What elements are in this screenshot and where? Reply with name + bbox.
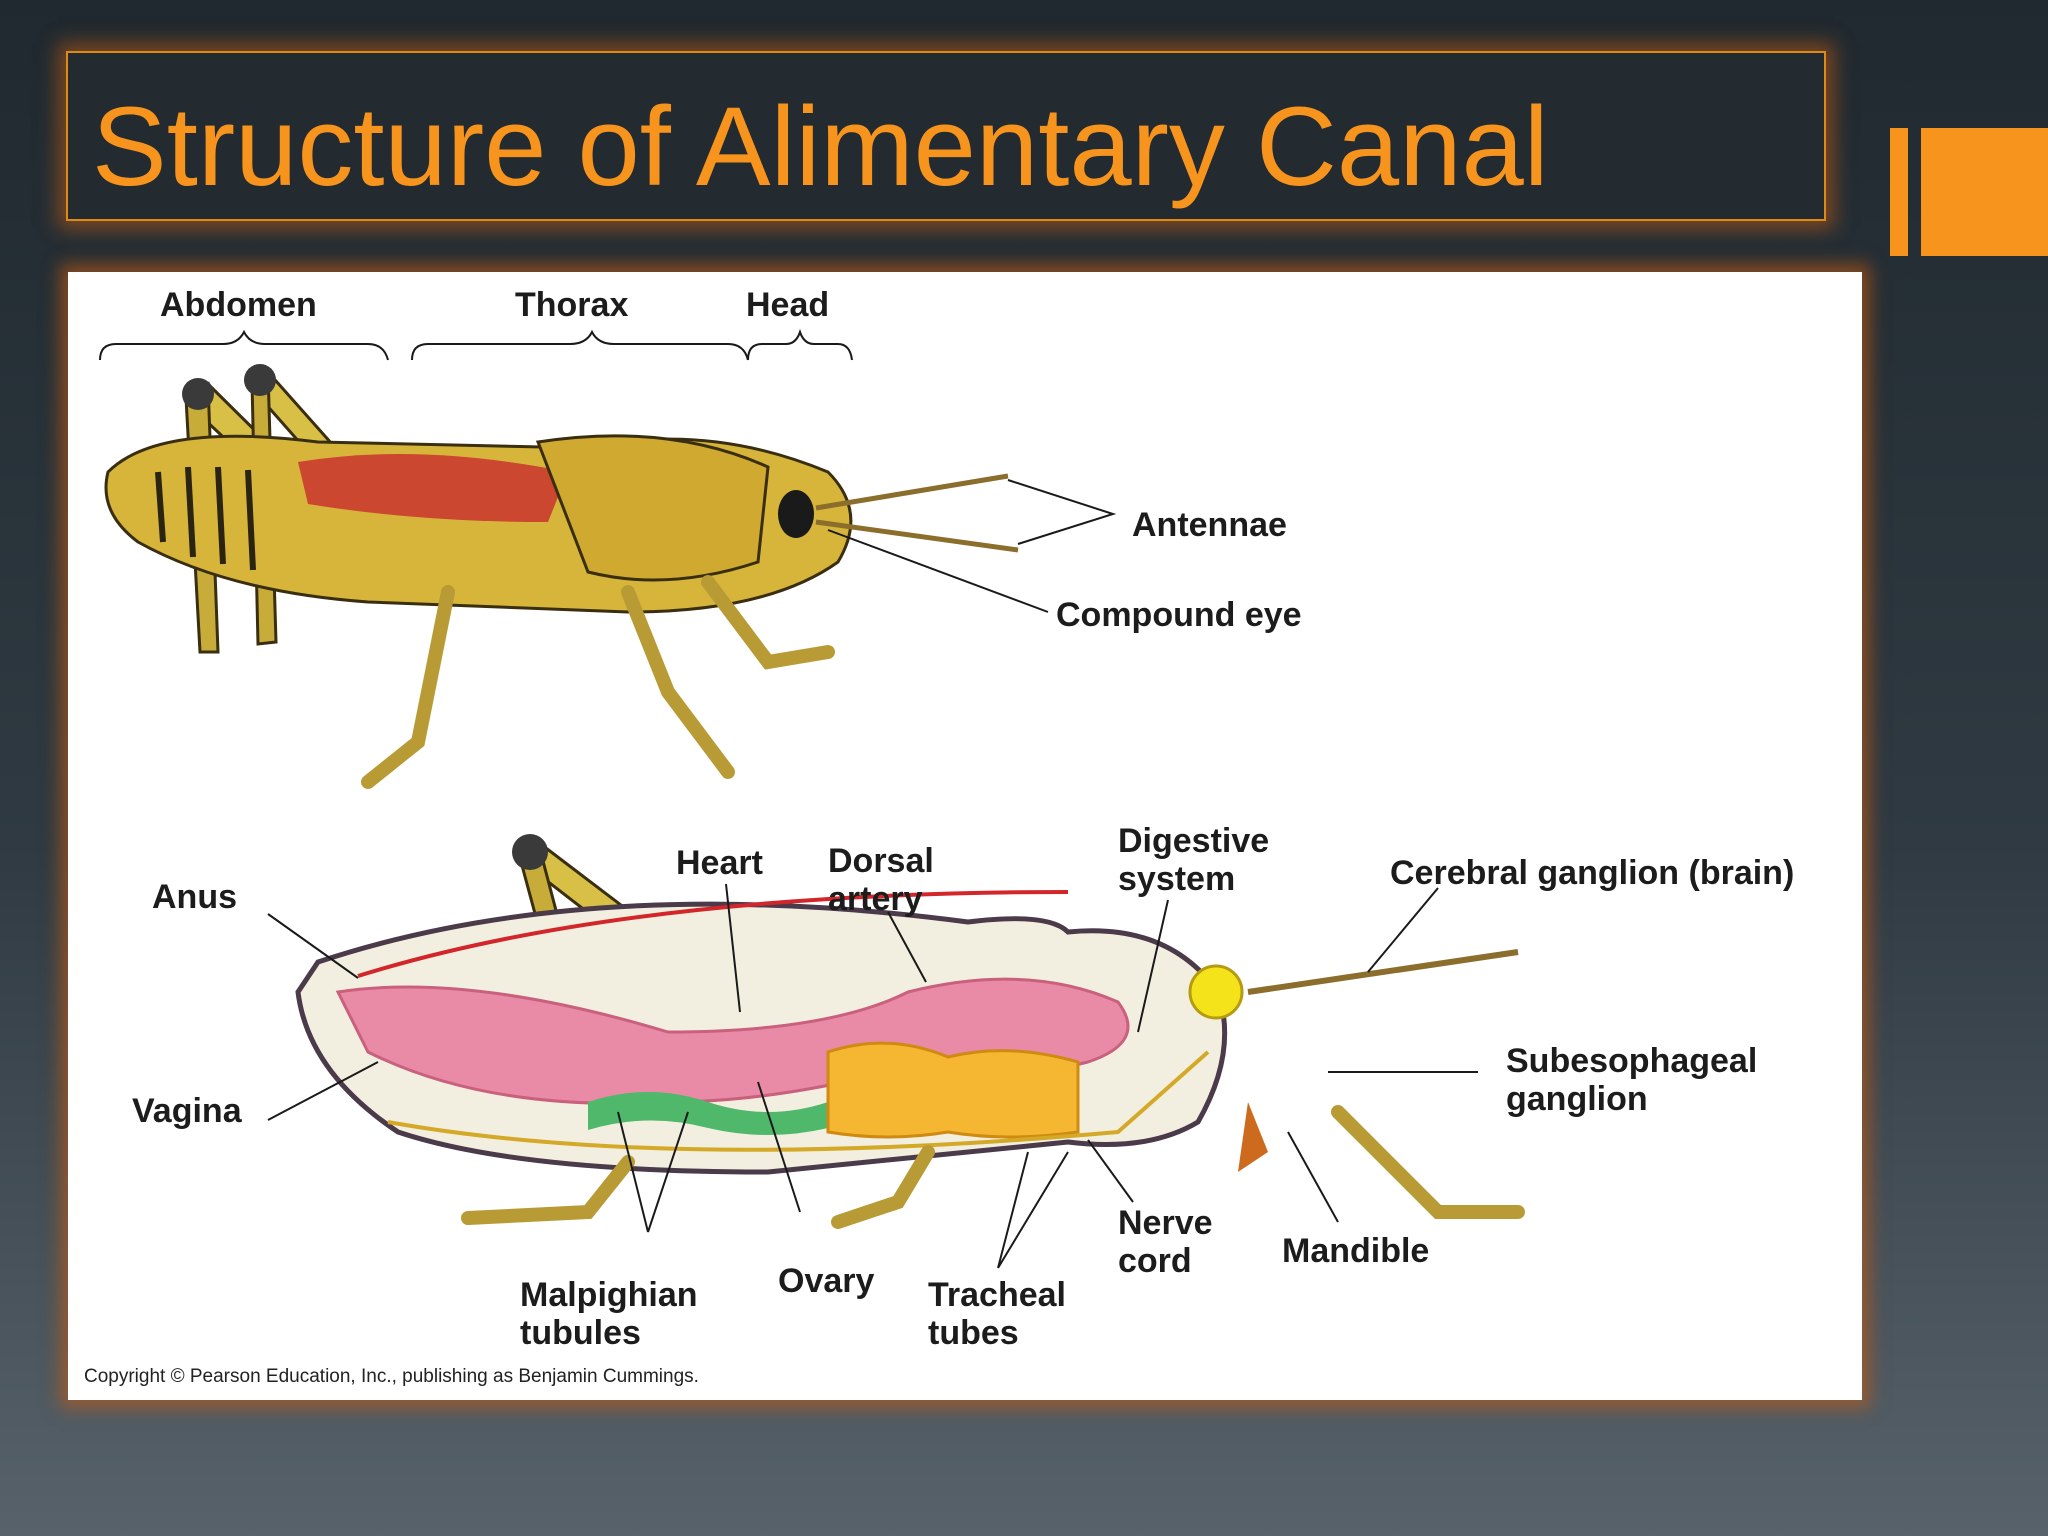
grasshopper-diagram: Abdomen Thorax Head Ante xyxy=(84,286,1794,1387)
label-nerve-cord-1: Nerve xyxy=(1118,1204,1213,1242)
label-heart: Heart xyxy=(676,844,763,882)
grasshopper-external xyxy=(104,364,1019,789)
label-cerebral-ganglion: Cerebral ganglion (brain) xyxy=(1390,854,1794,892)
accent-bar xyxy=(1890,128,1908,256)
label-digestive-system-1: Digestive xyxy=(1118,822,1269,860)
slide-title: Structure of Alimentary Canal xyxy=(92,84,1549,209)
label-tracheal-2: tubes xyxy=(928,1314,1019,1352)
antennae-leader xyxy=(1007,479,1117,545)
label-anus: Anus xyxy=(152,878,237,916)
label-abdomen: Abdomen xyxy=(160,286,317,324)
accent-block xyxy=(1921,128,2048,256)
region-braces xyxy=(99,328,853,361)
title-box: Structure of Alimentary Canal xyxy=(66,51,1826,221)
label-nerve-cord-2: cord xyxy=(1118,1242,1192,1280)
label-subesophageal-2: ganglion xyxy=(1506,1080,1648,1118)
label-digestive-system-2: system xyxy=(1118,860,1235,898)
diagram-panel: Abdomen Thorax Head Ante xyxy=(68,272,1862,1400)
internal-leaders xyxy=(267,883,1478,1269)
label-thorax: Thorax xyxy=(515,286,628,324)
label-vagina: Vagina xyxy=(132,1092,243,1130)
label-dorsal-artery-1: Dorsal xyxy=(828,842,934,880)
label-malpighian-1: Malpighian xyxy=(520,1276,698,1314)
label-subesophageal-1: Subesophageal xyxy=(1506,1042,1757,1080)
label-antennae: Antennae xyxy=(1132,506,1287,544)
label-ovary: Ovary xyxy=(778,1262,874,1300)
copyright-notice: Copyright © Pearson Education, Inc., pub… xyxy=(84,1366,699,1387)
label-head: Head xyxy=(746,286,829,324)
label-dorsal-artery-2: artery xyxy=(828,880,923,918)
label-mandible: Mandible xyxy=(1282,1232,1429,1270)
compound-eye-leader xyxy=(827,529,1049,613)
label-malpighian-2: tubules xyxy=(520,1314,641,1352)
label-compound-eye: Compound eye xyxy=(1056,596,1302,634)
label-tracheal-1: Tracheal xyxy=(928,1276,1066,1314)
grasshopper-internal xyxy=(295,834,1525,1229)
